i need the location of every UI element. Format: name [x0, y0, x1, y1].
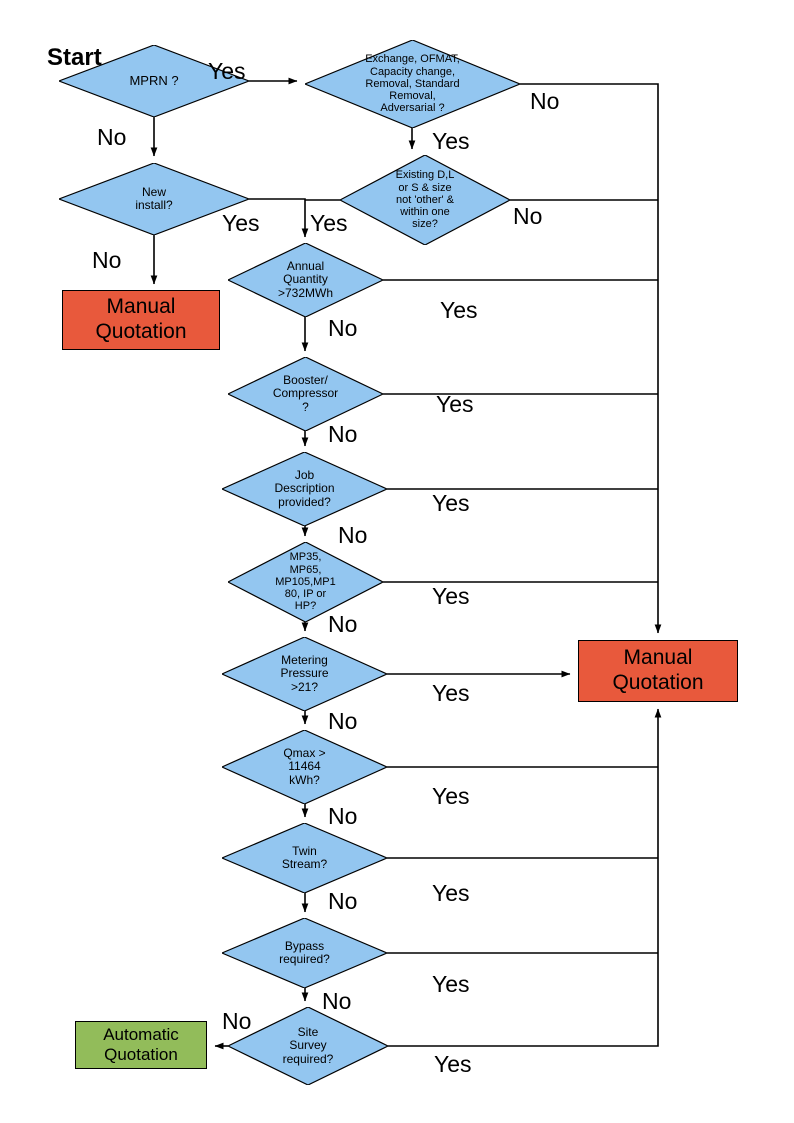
- edge-label-bypass-yes: Yes: [432, 971, 470, 997]
- decision-node-mpsizes[interactable]: MP35, MP65, MP105,MP1 80, IP or HP?: [228, 542, 383, 622]
- diamond-shape: [59, 163, 249, 235]
- node-label: Metering Pressure >21?: [280, 652, 329, 694]
- edge-label-jobdesc-yes: Yes: [432, 490, 470, 516]
- page-title: Start: [47, 44, 102, 71]
- node-label: Manual Quotation: [95, 295, 187, 343]
- edge-label-bypass-no: No: [322, 988, 352, 1014]
- diamond-shape: [305, 40, 520, 128]
- edge-label-twin-yes: Yes: [432, 880, 470, 906]
- decision-node-existing[interactable]: Existing D,L or S & size not 'other' & w…: [340, 155, 510, 245]
- edge-label-jobdesc-no: No: [338, 522, 368, 548]
- decision-node-booster[interactable]: Booster/ Compressor ?: [228, 357, 383, 431]
- node-label: Manual Quotation: [612, 646, 704, 694]
- diamond-shape: [228, 357, 383, 431]
- edge-label-mprn-no: No: [97, 124, 127, 150]
- terminator-node-manual_right[interactable]: Manual Quotation: [578, 640, 738, 702]
- node-label: New install?: [135, 184, 173, 212]
- terminator-node-automatic[interactable]: Automatic Quotation: [75, 1021, 207, 1069]
- node-label: MPRN ?: [129, 72, 179, 88]
- decision-node-qmax[interactable]: Qmax > 11464 kWh?: [222, 730, 387, 804]
- diamond-shape: [228, 243, 383, 317]
- node-label: Automatic Quotation: [103, 1024, 179, 1064]
- diamond-shape: [222, 452, 387, 526]
- decision-node-sitesurvey[interactable]: Site Survey required?: [228, 1007, 388, 1085]
- edge-label-exchange-no: No: [530, 88, 560, 114]
- node-label: Annual Quantity >732MWh: [277, 258, 334, 300]
- edge-label-metering-no: No: [328, 708, 358, 734]
- edge-label-mpsizes-no: No: [328, 611, 358, 637]
- edge-label-mpsizes-yes: Yes: [432, 583, 470, 609]
- edge-label-sitesurvey-yes: Yes: [434, 1051, 472, 1077]
- node-label: Twin Stream?: [281, 843, 328, 871]
- edge-label-existing-yes: Yes: [310, 210, 348, 236]
- node-label: Booster/ Compressor ?: [272, 372, 339, 414]
- edge-label-twin-no: No: [328, 888, 358, 914]
- node-label: Bypass required?: [279, 938, 330, 966]
- decision-node-jobdesc[interactable]: Job Description provided?: [222, 452, 387, 526]
- edge-label-metering-yes: Yes: [432, 680, 470, 706]
- edge-label-booster-yes: Yes: [436, 391, 474, 417]
- node-label: Existing D,L or S & size not 'other' & w…: [395, 169, 455, 231]
- edge-label-booster-no: No: [328, 421, 358, 447]
- diamond-shape: [222, 637, 387, 711]
- edge-label-newinstall-yes: Yes: [222, 210, 260, 236]
- edge-label-qmax-yes: Yes: [432, 783, 470, 809]
- diamond-shape: [222, 730, 387, 804]
- edge-label-mprn-yes: Yes: [208, 58, 246, 84]
- node-label: Exchange, OFMAT, Capacity change, Remova…: [365, 53, 460, 115]
- decision-node-newinstall[interactable]: New install?: [59, 163, 249, 235]
- decision-node-annual[interactable]: Annual Quantity >732MWh: [228, 243, 383, 317]
- edge-label-existing-no: No: [513, 203, 543, 229]
- edge-label-sitesurvey-no: No: [222, 1008, 252, 1034]
- decision-node-exchange[interactable]: Exchange, OFMAT, Capacity change, Remova…: [305, 40, 520, 128]
- diamond-shape: [228, 542, 383, 622]
- node-label: Qmax > 11464 kWh?: [283, 745, 326, 787]
- edge-exchange-no: [520, 83, 662, 634]
- diamond-shape: [222, 918, 387, 988]
- edge-label-annual-yes: Yes: [440, 297, 478, 323]
- edge-label-newinstall-no: No: [92, 247, 122, 273]
- diamond-shape: [59, 45, 249, 117]
- decision-node-bypass[interactable]: Bypass required?: [222, 918, 387, 988]
- decision-node-metering[interactable]: Metering Pressure >21?: [222, 637, 387, 711]
- terminator-node-manual_left[interactable]: Manual Quotation: [62, 290, 220, 350]
- decision-node-mprn[interactable]: MPRN ?: [59, 45, 249, 117]
- diamond-shape: [228, 1007, 388, 1085]
- edge-sitesurvey-yes: [388, 708, 662, 1047]
- diamond-shape: [222, 823, 387, 893]
- node-label: Job Description provided?: [274, 467, 335, 509]
- edge-label-annual-no: No: [328, 315, 358, 341]
- edge-label-exchange-yes: Yes: [432, 128, 470, 154]
- edge-newinstall-yes: [249, 198, 309, 238]
- decision-node-twin[interactable]: Twin Stream?: [222, 823, 387, 893]
- edge-label-qmax-no: No: [328, 803, 358, 829]
- diamond-shape: [340, 155, 510, 245]
- node-label: MP35, MP65, MP105,MP1 80, IP or HP?: [275, 551, 336, 613]
- node-label: Site Survey required?: [282, 1024, 334, 1066]
